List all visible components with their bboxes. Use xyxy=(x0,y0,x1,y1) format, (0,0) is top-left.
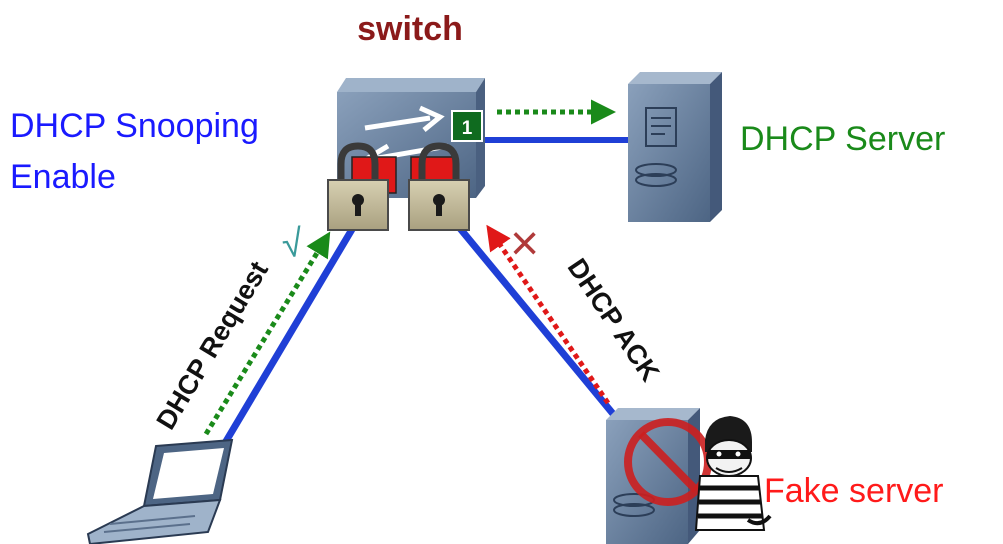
switch-label: switch xyxy=(357,10,463,48)
dhcp-ack-flow-arrow xyxy=(486,224,611,405)
padlock-icon xyxy=(327,142,389,231)
blocked-cross-mark: × xyxy=(510,215,539,271)
flows xyxy=(203,99,616,436)
snooping-label-line2: Enable xyxy=(10,158,116,196)
link-switch-to-laptop xyxy=(218,224,358,450)
fake-server-label: Fake server xyxy=(764,472,944,510)
laptop-icon xyxy=(86,438,234,544)
snooping-label-line1: DHCP Snooping xyxy=(10,107,259,145)
trusted-port: 1 xyxy=(451,110,483,142)
server-icon xyxy=(628,72,722,222)
dhcp-request-label: DHCP Request xyxy=(150,256,274,434)
link-switch-to-fake-server xyxy=(455,223,631,435)
dhcp-request-flow-arrow xyxy=(203,231,331,436)
dhcp-server-label: DHCP Server xyxy=(740,120,945,158)
thief-icon xyxy=(694,416,772,531)
padlock-icon xyxy=(408,142,470,231)
allowed-check-mark: √ xyxy=(279,222,306,267)
links xyxy=(218,137,635,450)
port-number-label: 1 xyxy=(462,118,473,139)
